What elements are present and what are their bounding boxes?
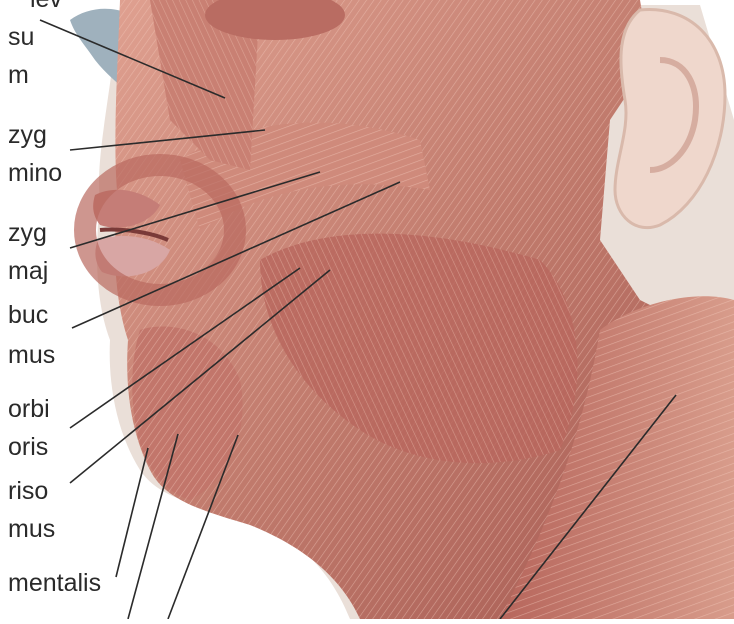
label-12: riso — [8, 478, 48, 504]
label-4: zyg — [8, 122, 47, 148]
label-1: lev — [30, 0, 62, 12]
label-9: mus — [8, 342, 55, 368]
label-3: m — [8, 62, 29, 88]
label-2: su — [8, 24, 34, 50]
label-13: mus — [8, 516, 55, 542]
label-14: mentalis — [8, 570, 101, 596]
label-6: zyg — [8, 220, 47, 246]
label-7: maj — [8, 258, 48, 284]
label-8: buc — [8, 302, 48, 328]
label-5: mino — [8, 160, 62, 186]
label-11: oris — [8, 434, 48, 460]
label-10: orbi — [8, 396, 50, 422]
